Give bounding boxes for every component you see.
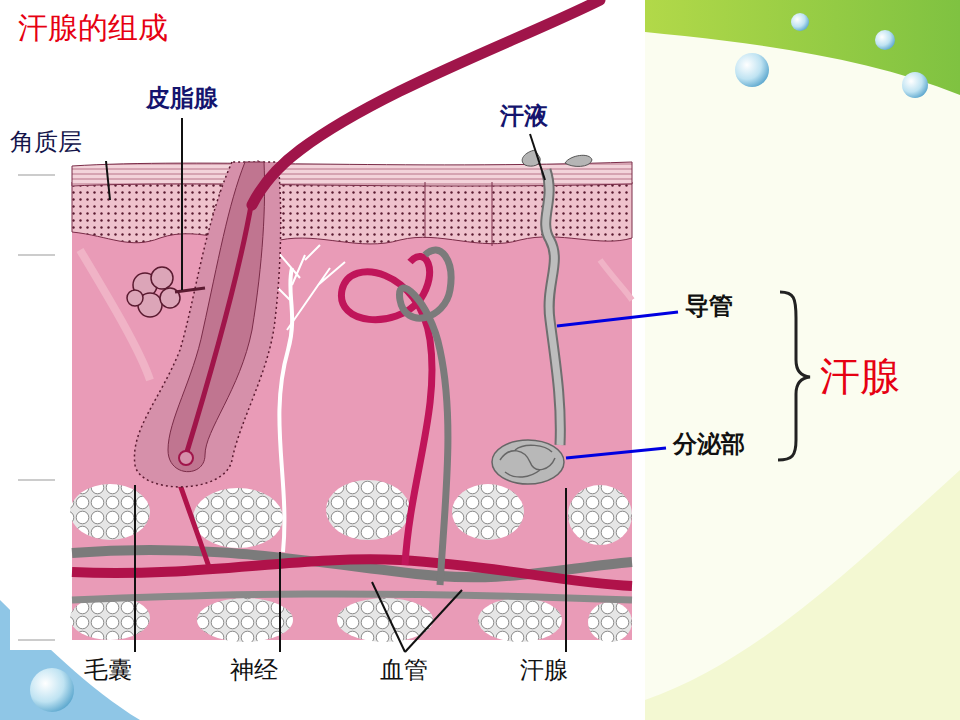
sweat-gland (492, 440, 564, 484)
sebaceous-gland (175, 288, 205, 292)
fat-tissue (568, 485, 632, 545)
sweat-gland (500, 445, 555, 477)
nerve (279, 268, 292, 552)
hair-follicle (134, 0, 600, 487)
fat-tissue (197, 598, 293, 642)
blood-vessel (72, 594, 632, 600)
fat-tissue (70, 480, 632, 642)
skin-layers (600, 260, 632, 300)
slide-decoration (902, 72, 928, 98)
slide-title: 汗腺的组成 (18, 10, 168, 46)
leader-line (134, 485, 136, 652)
skin-layers (80, 250, 150, 380)
slide-decoration (735, 53, 769, 87)
slide-decoration (645, 0, 960, 720)
blood-vessel (400, 250, 451, 585)
leader-line (106, 118, 566, 652)
part-label: 汗液 (500, 102, 548, 131)
fat-tissue (478, 598, 562, 642)
pointer-line (557, 312, 678, 458)
skin-layers (492, 182, 493, 246)
hair-follicle (186, 200, 252, 455)
part-label: 汗腺 (520, 656, 568, 685)
slide-decoration (791, 13, 809, 31)
leader-line (405, 590, 462, 652)
sweat-gland (492, 150, 592, 484)
brace (778, 292, 810, 460)
hair-follicle (134, 162, 280, 487)
sweat-gland (565, 155, 592, 166)
white-panel (18, 480, 55, 481)
sebaceous-gland (127, 290, 143, 306)
slide-decoration (30, 668, 74, 712)
leader-line (181, 118, 183, 290)
leader-line (279, 552, 281, 652)
fat-tissue (337, 598, 433, 642)
sebaceous-gland (127, 267, 205, 317)
fat-tissue (452, 484, 524, 540)
part-label: 分泌部 (673, 430, 745, 459)
part-label: 导管 (685, 292, 733, 321)
white-panel (18, 255, 55, 256)
fat-tissue (588, 602, 632, 642)
leader-line (372, 582, 405, 652)
sweat-gland (546, 170, 561, 445)
leader-line (565, 488, 567, 652)
hair-follicle (179, 451, 193, 465)
part-label: 血管 (380, 656, 428, 685)
skin-layers (425, 182, 426, 238)
sweat-gland (546, 170, 561, 445)
fat-tissue (193, 488, 283, 548)
leader-line (106, 161, 110, 200)
group-label: 汗腺 (820, 352, 900, 400)
white-panel (18, 175, 55, 176)
sebaceous-gland (151, 267, 173, 289)
part-label: 神经 (230, 656, 278, 685)
slide-decoration (875, 30, 895, 50)
brace (778, 292, 810, 460)
fat-tissue (326, 480, 410, 540)
fat-tissue (70, 484, 150, 540)
white-panel (10, 0, 645, 650)
leader-line (530, 134, 545, 180)
part-label: 毛囊 (84, 656, 132, 685)
part-label: 皮脂腺 (146, 84, 218, 113)
slide-decoration (645, 470, 960, 720)
white-panel (10, 0, 645, 650)
layer-label: 角质层 (10, 128, 82, 157)
blood-vessel (72, 559, 632, 586)
white-panel (18, 640, 55, 641)
skin-layers (72, 160, 632, 640)
pointer-line (557, 312, 678, 326)
pointer-line (566, 448, 666, 458)
